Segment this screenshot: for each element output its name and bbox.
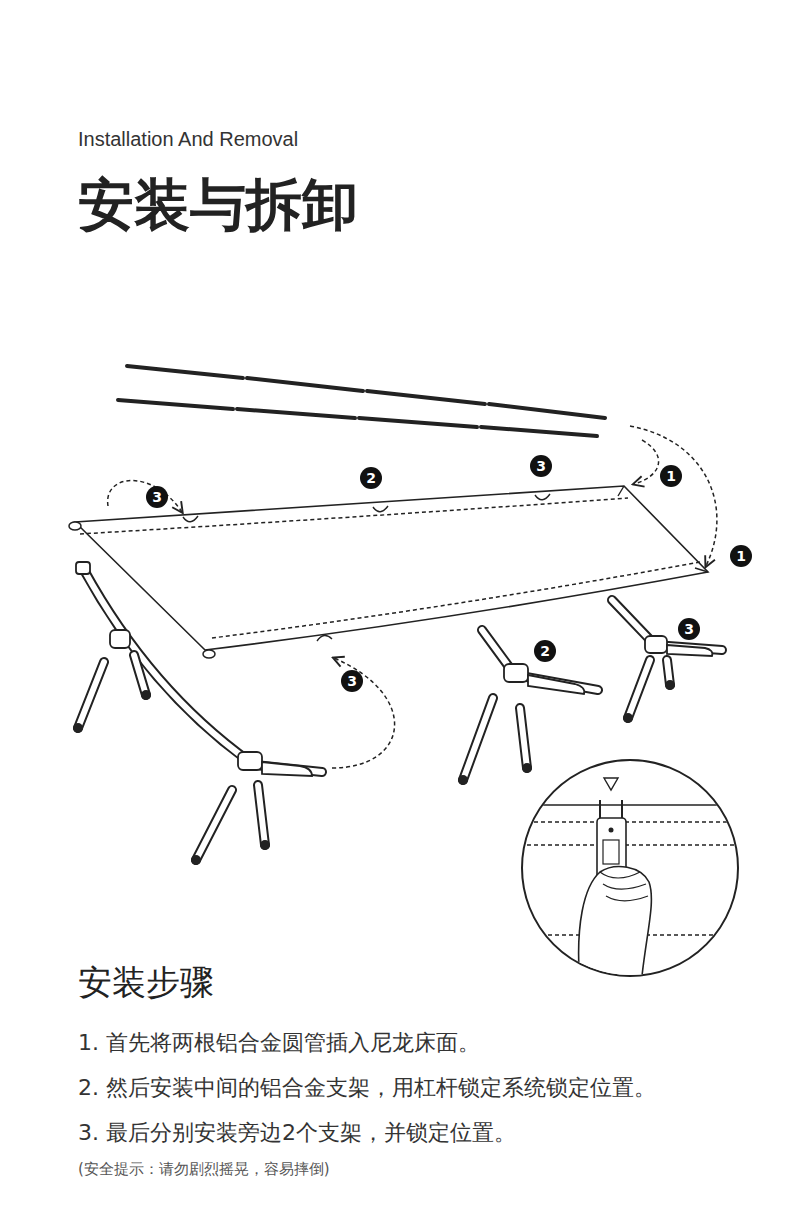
leg-notch <box>183 516 198 522</box>
leg-notch <box>535 494 550 500</box>
sleeve-opening <box>618 486 708 572</box>
leg-cap <box>623 713 633 723</box>
lever-joint <box>238 752 262 770</box>
pole-segment <box>237 409 355 418</box>
callout-number: 3 <box>341 670 363 692</box>
step-text: 2. 然后安装中间的铝合金支架，用杠杆锁定系统锁定位置。 <box>78 1073 656 1103</box>
guide-arrow <box>108 481 182 513</box>
tube-end <box>69 522 81 530</box>
safety-note: (安全提示：请勿剧烈摇晃，容易摔倒) <box>78 1160 330 1179</box>
callout-number: 1 <box>730 545 752 567</box>
leg-cap <box>260 840 270 850</box>
leg-notch <box>183 494 550 641</box>
page-title: 安装与拆卸 <box>78 168 358 244</box>
inset-content <box>520 778 740 985</box>
stitch-line <box>212 562 700 638</box>
bed-fabric <box>75 486 708 650</box>
lever-fork <box>600 800 622 820</box>
lever-joint <box>504 664 528 682</box>
align-mark <box>604 778 618 790</box>
pole-segment <box>127 366 243 378</box>
lever-rivet <box>609 828 614 833</box>
inset-stitch <box>520 844 740 846</box>
lever-joint <box>110 630 130 648</box>
pole-segment <box>489 404 605 418</box>
lever-lock-inset <box>520 760 740 985</box>
pole-segment <box>359 418 477 427</box>
inset-edge <box>520 804 740 806</box>
finger-line <box>600 872 648 901</box>
leg-tube <box>628 660 670 718</box>
leg-notch <box>373 506 388 512</box>
inset-stitch <box>520 821 740 823</box>
lever-plate <box>603 840 619 864</box>
pole-segment <box>247 378 363 391</box>
section-heading: 安装步骤 <box>78 960 214 1006</box>
leg-notch <box>317 635 332 641</box>
callout-number: 2 <box>360 467 382 489</box>
guide-arrow <box>630 426 717 566</box>
leg-tube <box>78 655 265 860</box>
callout-number: 3 <box>530 455 552 477</box>
leg-tube <box>78 655 265 860</box>
guide-arrow <box>332 658 395 768</box>
guide-arrow <box>634 440 659 484</box>
lever-joint <box>667 645 712 656</box>
leg-cap <box>665 680 675 690</box>
pole-segment <box>118 400 233 409</box>
subtitle: Installation And Removal <box>78 128 298 151</box>
hand <box>579 867 652 985</box>
leg-tube <box>463 698 527 780</box>
callout-number: 2 <box>534 640 556 662</box>
callout-number: 1 <box>660 465 682 487</box>
lever-joint <box>645 636 667 653</box>
aluminium-pole <box>118 366 605 436</box>
leg-tube <box>463 698 527 780</box>
callout-number: 3 <box>146 486 168 508</box>
pole-segment <box>367 391 485 404</box>
callout-number: 3 <box>678 618 700 640</box>
leg-cap <box>458 775 468 785</box>
lever-joint <box>262 762 312 776</box>
step-text: 3. 最后分别安装旁边2个支架，并锁定位置。 <box>78 1118 516 1148</box>
pole-segment <box>481 427 597 436</box>
guide-arrow <box>108 426 717 768</box>
nylon-bed-surface <box>69 486 708 658</box>
step-text: 1. 首先将两根铝合金圆管插入尼龙床面。 <box>78 1028 480 1058</box>
leg-tube <box>628 660 670 718</box>
end-clip <box>76 562 90 574</box>
leg-cap <box>141 690 151 700</box>
leg-cap <box>191 855 201 865</box>
tube-end <box>203 650 215 658</box>
leg-cap <box>522 763 532 773</box>
leg-cap <box>73 723 83 733</box>
lever-joint <box>528 675 584 694</box>
